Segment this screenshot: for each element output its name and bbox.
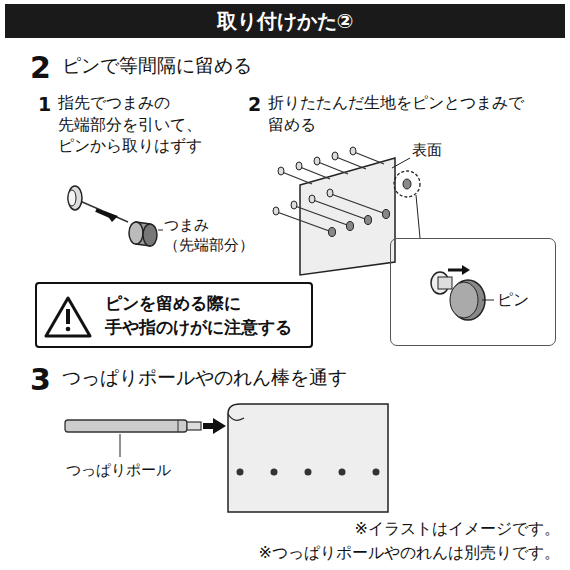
- inset-box: ピン: [390, 238, 556, 346]
- warning-box: ピンを留める際に 手や指のけがに注意する: [35, 282, 313, 348]
- step-number: 2: [30, 48, 51, 89]
- step-heading: ピンで等間隔に留める: [62, 53, 252, 79]
- title-bar: 取り付けかた②: [5, 4, 565, 38]
- title: 取り付けかた②: [217, 8, 354, 35]
- inset-figure: [431, 265, 494, 320]
- warning-text: ピンを留める際に 手や指のけがに注意する: [105, 292, 303, 340]
- instruction-text: 折りたたんだ生地をピンとつまみで 留める: [268, 92, 558, 135]
- part-label: 表面: [412, 140, 442, 160]
- pole-figure: [65, 404, 388, 512]
- fabric-figure: [273, 147, 420, 275]
- part-label: つまみ （先端部分）: [164, 215, 264, 256]
- warning-icon: [46, 298, 90, 336]
- step-number: 3: [30, 360, 51, 401]
- note: ※つっぱりポールやのれんは別売りです。: [259, 542, 560, 564]
- note: ※イラストはイメージです。: [355, 518, 560, 540]
- part-label: つっぱりポール: [66, 460, 171, 480]
- part-label: ピン: [497, 289, 529, 311]
- substep-number: 1: [38, 92, 51, 118]
- instruction-text: 指先でつまみの 先端部分を引いて、 ピンから取りはずす: [58, 92, 233, 157]
- pin-knob-figure: [68, 186, 163, 246]
- step-heading: つっぱりポールやのれん棒を通す: [62, 365, 347, 391]
- substep-number: 2: [248, 92, 261, 118]
